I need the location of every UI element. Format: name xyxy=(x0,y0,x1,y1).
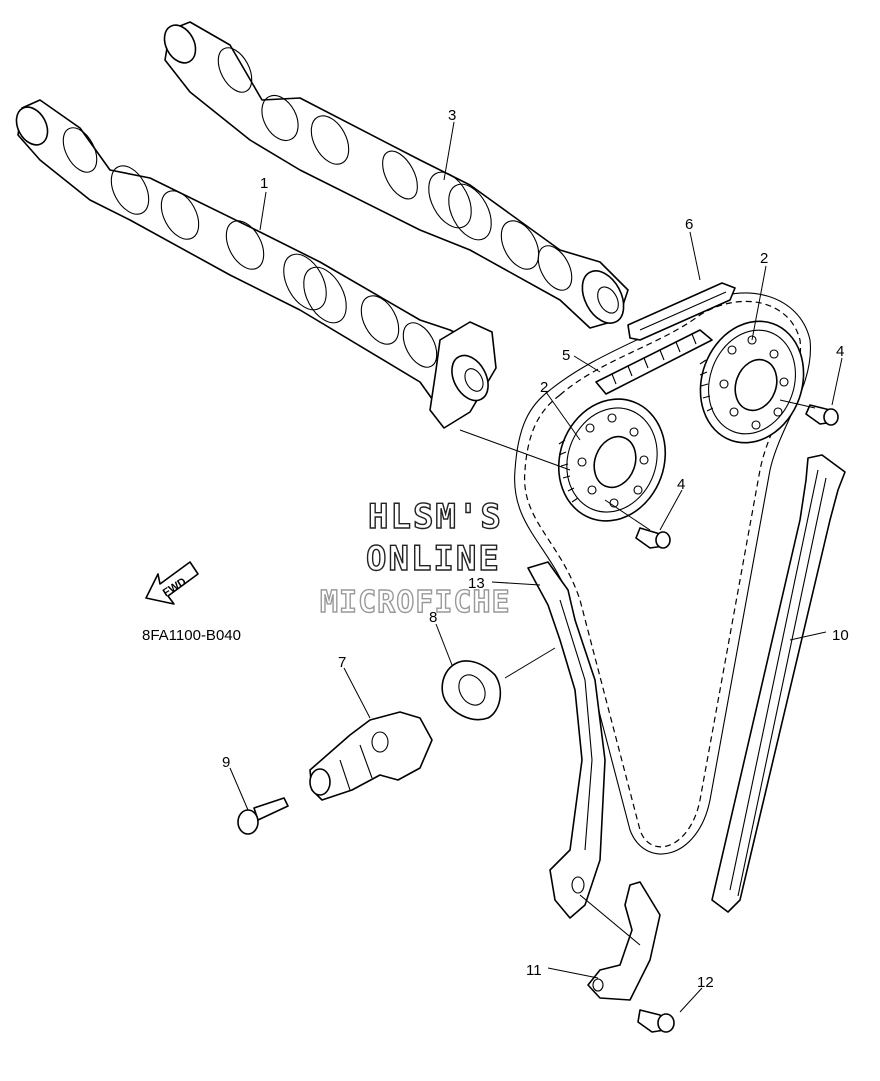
diagram-code: 8FA1100-B040 xyxy=(142,627,241,644)
callout-11: 11 xyxy=(526,962,542,979)
callout-3: 3 xyxy=(448,107,456,124)
chain-guide-exhaust-side[interactable] xyxy=(711,454,846,913)
cam-sprocket-intake[interactable] xyxy=(542,384,682,536)
leader-lines xyxy=(229,121,843,1013)
callout-5: 5 xyxy=(562,347,570,364)
callout-7: 7 xyxy=(338,654,346,671)
callout-9: 9 xyxy=(222,754,230,771)
callout-4-intake: 4 xyxy=(677,476,685,493)
watermark: HLSM'S ONLINE MICROFICHE xyxy=(319,496,511,620)
forward-arrow-icon: FWD xyxy=(145,561,199,605)
chain-link-segment[interactable] xyxy=(595,329,713,395)
callout-4-exhaust: 4 xyxy=(836,343,844,360)
callout-12: 12 xyxy=(697,974,714,991)
tensioner-gasket[interactable] xyxy=(441,660,502,721)
chain-tensioner-guide[interactable] xyxy=(527,561,606,919)
cam-chain-tensioner[interactable] xyxy=(309,711,433,801)
callout-2-exhaust: 2 xyxy=(760,250,768,267)
callout-13: 13 xyxy=(468,575,485,592)
callout-8: 8 xyxy=(429,609,437,626)
callout-10: 10 xyxy=(832,627,849,644)
callout-labels: 1 3 6 2 2 5 4 4 13 8 7 9 10 11 12 xyxy=(222,107,849,991)
watermark-line-3: MICROFICHE xyxy=(320,585,511,620)
cam-sprocket-exhaust[interactable] xyxy=(684,307,820,458)
camshaft-intake[interactable] xyxy=(10,99,497,429)
bolt-4-intake[interactable] xyxy=(635,527,671,549)
bolt-4-exhaust[interactable] xyxy=(805,404,839,426)
callout-2-intake: 2 xyxy=(540,379,548,396)
watermark-line-1: HLSM'S xyxy=(368,497,503,537)
bolt-12[interactable] xyxy=(637,1009,675,1033)
callout-6: 6 xyxy=(685,216,693,233)
callout-1: 1 xyxy=(260,175,268,192)
watermark-line-2: ONLINE xyxy=(366,539,501,579)
camshaft-exhaust[interactable] xyxy=(158,20,632,330)
chain-guide-top[interactable] xyxy=(627,282,736,341)
guide-bracket[interactable] xyxy=(579,881,661,1001)
